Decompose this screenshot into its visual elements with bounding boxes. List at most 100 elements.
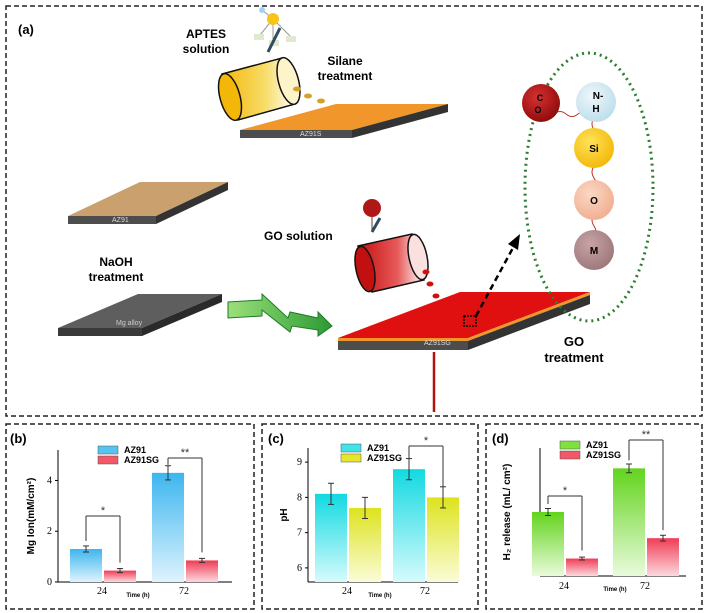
mg-alloy-plate-label: Mg alloy [116,320,143,327]
y-tick-label: 2 [47,526,52,537]
droplet-icon [317,98,325,104]
legend-swatch [340,453,362,463]
legend-swatch [97,445,119,455]
molecular-structure: C O N- H Si O M [522,51,655,323]
go-molecule-icon [363,199,381,230]
significance-mark: ** [181,447,190,459]
y-tick-label: 8 [297,492,302,503]
bar-az91sg-24 [349,507,381,582]
legend-label: AZ91 [367,443,389,453]
y-tick-label: 9 [297,457,302,468]
panel-c-label: (c) [268,431,284,446]
naoh-label: NaOH [99,255,132,269]
x-axis-label: Time (h) [368,593,391,599]
aptes-label-2: solution [183,42,230,56]
az91-plate-label: AZ91 [112,217,129,224]
x-tick-label: 24 [342,586,352,597]
bar-az91sg-24 [104,570,136,582]
legend-swatch [340,443,362,453]
y-axis-label: H₂ release (mL/ cm²) [502,464,513,561]
bar-az91-72 [393,469,425,582]
panel-c-frame [261,423,479,610]
legend-swatch [559,440,581,450]
bar-az91sg-72 [186,560,218,582]
zoom-arrow-icon [474,234,520,317]
go-solution-label: GO solution [264,229,333,243]
atom-o-label: O [590,196,598,207]
droplet-icon [432,293,440,299]
atom-si [574,128,614,168]
legend-label: AZ91 [124,445,146,455]
legend-label: AZ91 [586,440,608,450]
droplet-icon [422,269,430,275]
y-tick-label: 6 [297,563,302,574]
panel-a: (a) APTES solution Silane tre [5,5,703,417]
x-axis-label: Time (h) [603,587,626,593]
y-axis-label: Mg Ion(mM/cm²) [26,478,37,555]
silane-label: Silane [327,54,363,68]
atom-m [574,230,614,270]
aptes-label: APTES [186,27,226,41]
x-tick-label: 24 [559,581,569,592]
y-axis-label: pH [279,508,290,521]
bar-az91-72 [613,468,645,576]
droplet-icon [293,86,301,92]
significance-mark: * [101,505,106,517]
droplet-icon [426,281,434,287]
atom-m-label: M [590,246,598,257]
bar-az91-24 [532,512,564,576]
atom-co-label-2: O [534,105,541,115]
atom-nh [576,82,616,122]
bar-az91-72 [152,472,184,582]
aptes-beaker-icon [217,27,301,122]
naoh-label-2: treatment [89,270,144,284]
x-tick-label: 72 [420,586,430,597]
go-treatment-label-2: treatment [544,350,604,365]
x-tick-label: 24 [97,586,107,597]
droplet-icon [304,93,312,99]
significance-mark: ** [642,429,651,441]
az91s-plate-label: AZ91S [300,131,322,138]
go-beaker-icon [354,217,429,293]
bar-az91sg-72 [647,538,679,576]
significance-mark: * [563,485,568,497]
panel-a-label: (a) [18,22,34,37]
legend-swatch [97,455,119,465]
panel-b-frame [5,423,255,610]
az91sg-plate: AZ91SG [338,292,590,350]
atom-co [522,84,560,122]
az91s-plate: AZ91S [240,104,448,138]
panel-d-frame [485,423,703,610]
bar-az91sg-24 [566,558,598,576]
process-arrow-icon [227,292,333,337]
x-axis-label: Time (h) [126,593,149,599]
az91-plate: AZ91 [68,182,228,224]
atom-si-label: Si [589,144,599,155]
y-tick-label: 7 [297,528,302,539]
y-tick-label: 4 [47,475,52,486]
bar-az91-24 [70,549,102,582]
silane-label-2: treatment [318,69,373,83]
zoom-box [463,315,477,327]
x-tick-label: 72 [640,581,650,592]
panel-b-label: (b) [10,431,27,446]
significance-mark: * [424,435,429,447]
legend-label: AZ91SG [124,455,159,465]
mg-alloy-plate: Mg alloy [58,294,222,336]
go-treatment-label: GO [564,334,584,349]
legend-label: AZ91SG [367,453,402,463]
bar-az91sg-72 [427,497,459,582]
structure-ellipse [523,51,655,323]
bar-az91-24 [315,493,347,582]
atom-nh-label: N- [593,91,604,102]
y-tick-label: 0 [47,577,52,588]
az91sg-plate-label: AZ91SG [424,340,451,347]
atom-nh-label-2: H [592,104,599,115]
panel-a-frame [5,5,703,417]
x-tick-label: 72 [179,586,189,597]
legend-swatch [559,450,581,460]
